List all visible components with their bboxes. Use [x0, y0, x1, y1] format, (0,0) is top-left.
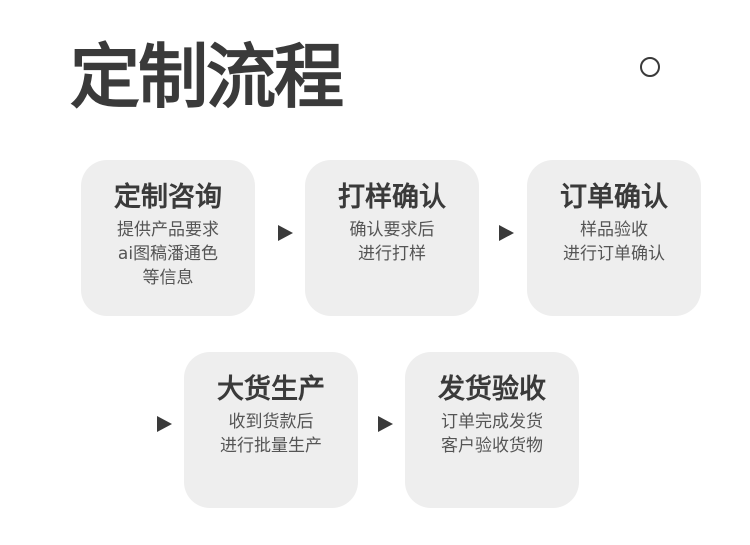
- step-card-order-confirm: 订单确认 样品验收 进行订单确认: [527, 160, 701, 316]
- step-card-sample-confirm: 打样确认 确认要求后 进行打样: [305, 160, 479, 316]
- step-title: 订单确认: [560, 182, 668, 213]
- step-desc-line: 客户验收货物: [441, 436, 543, 456]
- arrow-right-icon: [499, 225, 514, 241]
- step-card-consultation: 定制咨询 提供产品要求 ai图稿潘通色 等信息: [81, 160, 255, 316]
- step-desc-line: 等信息: [142, 268, 194, 288]
- step-desc-line: 提供产品要求: [117, 220, 219, 240]
- circle-icon: [640, 57, 660, 77]
- step-desc-line: 进行订单确认: [563, 244, 665, 264]
- step-title: 打样确认: [338, 182, 446, 213]
- page-title: 定制流程: [70, 36, 344, 118]
- step-desc-line: 确认要求后: [349, 220, 435, 240]
- arrow-right-icon: [278, 225, 293, 241]
- step-description: 提供产品要求 ai图稿潘通色 等信息: [81, 218, 255, 290]
- step-title: 定制咨询: [114, 182, 222, 213]
- arrow-right-icon: [157, 416, 172, 432]
- step-card-mass-production: 大货生产 收到货款后 进行批量生产: [184, 352, 358, 508]
- step-description: 确认要求后 进行打样: [305, 218, 479, 266]
- step-description: 收到货款后 进行批量生产: [184, 410, 358, 458]
- step-title: 大货生产: [217, 374, 325, 405]
- step-description: 订单完成发货 客户验收货物: [405, 410, 579, 458]
- step-desc-line: 进行打样: [358, 244, 426, 264]
- step-card-shipping-acceptance: 发货验收 订单完成发货 客户验收货物: [405, 352, 579, 508]
- step-title: 发货验收: [438, 374, 546, 405]
- step-description: 样品验收 进行订单确认: [527, 218, 701, 266]
- step-desc-line: 样品验收: [580, 220, 648, 240]
- step-desc-line: 进行批量生产: [220, 436, 322, 456]
- step-desc-line: ai图稿潘通色: [117, 244, 219, 264]
- step-desc-line: 订单完成发货: [441, 412, 543, 432]
- step-desc-line: 收到货款后: [228, 412, 314, 432]
- arrow-right-icon: [378, 416, 393, 432]
